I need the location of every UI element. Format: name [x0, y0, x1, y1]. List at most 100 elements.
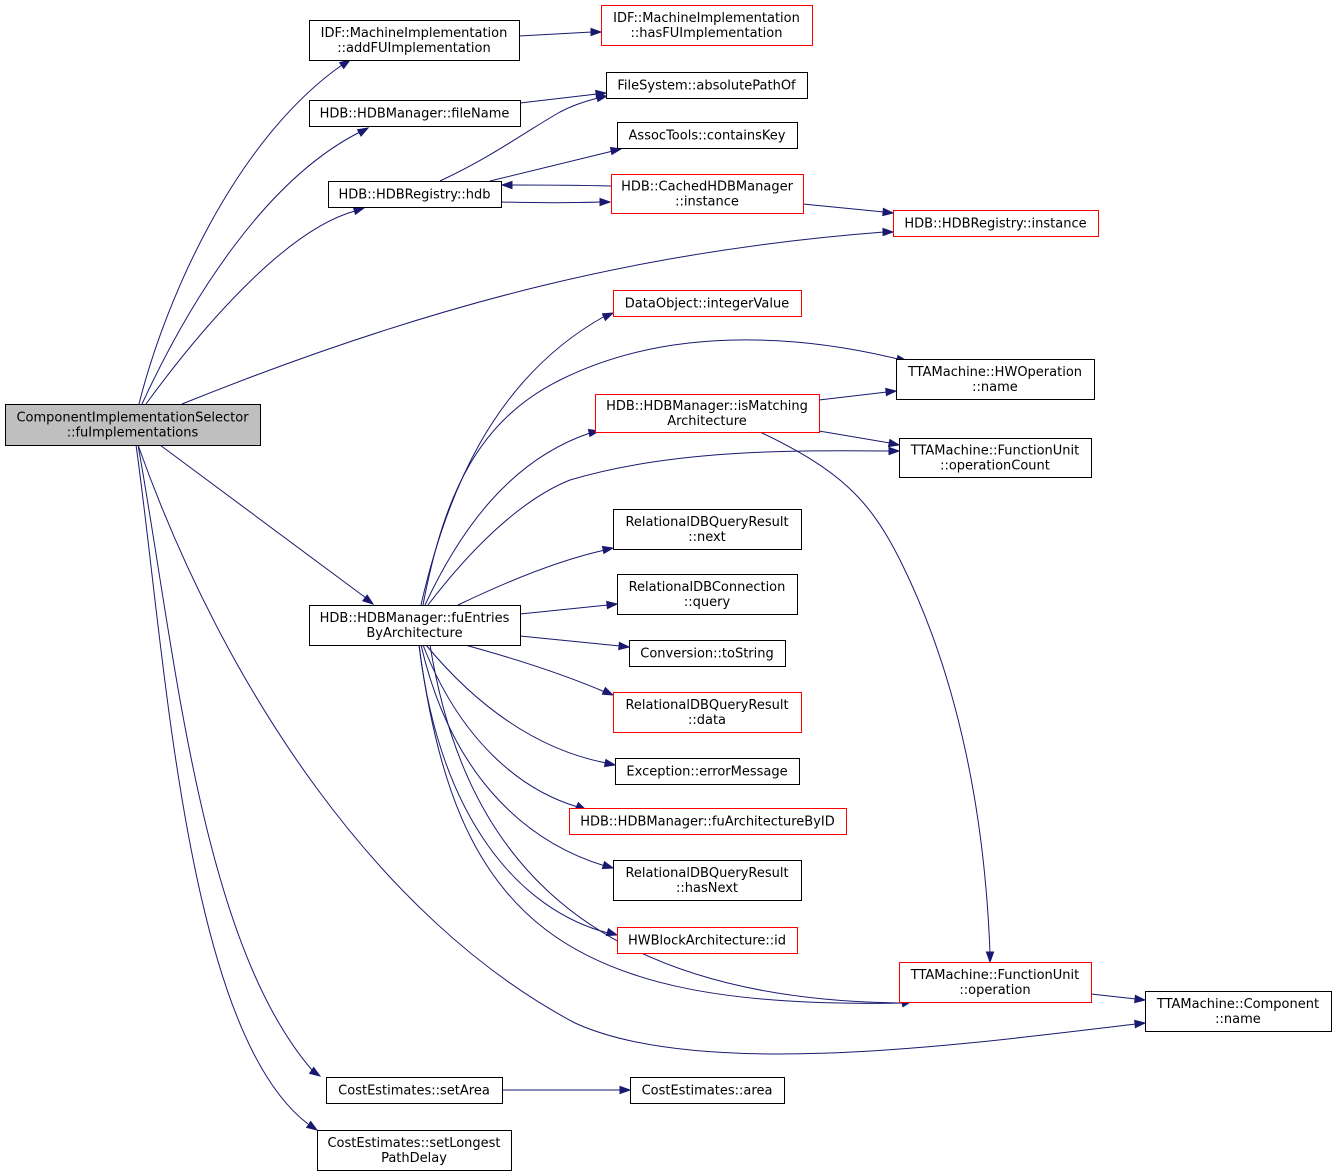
node-label-line: ByArchitecture [366, 626, 462, 641]
arrowhead [606, 600, 619, 610]
edge-line [429, 644, 904, 1004]
edge-isMatching-to-fuOp [759, 431, 995, 964]
node-area[interactable]: CostEstimates::area [630, 1077, 785, 1104]
node-box [606, 72, 808, 99]
node-intValue[interactable]: DataObject::integerValue [613, 290, 802, 317]
edge-line [424, 432, 591, 606]
node-hwopName[interactable]: TTAMachine::HWOperation::name [896, 359, 1095, 400]
node-fuArch[interactable]: HDB::HDBManager::fuArchitectureByID [569, 808, 847, 835]
node-label-line: DataObject::integerValue [625, 297, 789, 312]
edge-line [425, 644, 607, 764]
node-label-line: FileSystem::absolutePathOf [617, 79, 796, 94]
edge-line [489, 150, 614, 182]
edge-hdb-to-absPath [439, 93, 609, 182]
arrowhead [352, 206, 366, 216]
node-label-line: RelationalDBQueryResult [625, 698, 788, 713]
node-containsKey[interactable]: AssocTools::containsKey [617, 122, 798, 149]
edge-line [420, 315, 606, 606]
node-toString[interactable]: Conversion::toString [629, 640, 786, 667]
node-label-line: CostEstimates::setLongest [327, 1136, 500, 1151]
edge-line [159, 444, 367, 599]
edge-root-to-fuEntries [159, 444, 375, 605]
arrowhead [882, 207, 895, 217]
node-root[interactable]: ComponentImplementationSelector::fuImple… [5, 404, 261, 446]
edge-line [418, 644, 609, 934]
node-box [613, 290, 802, 317]
node-box [613, 692, 802, 733]
arrowhead [1134, 1019, 1147, 1029]
node-box [326, 1077, 503, 1104]
edge-line [818, 430, 891, 444]
edge-fuEntries-to-hwopName [422, 339, 909, 606]
node-compName[interactable]: TTAMachine::Component::name [1145, 991, 1332, 1032]
arrowhead [888, 446, 901, 456]
node-label-line: TTAMachine::HWOperation [907, 365, 1082, 380]
node-fuOp[interactable]: TTAMachine::FunctionUnit::operation [899, 962, 1092, 1003]
node-label-line: ::fuImplementations [67, 426, 199, 441]
node-box [896, 359, 1095, 400]
node-query[interactable]: RelationalDBConnection::query [617, 574, 798, 615]
edge-fuEntries-to-intValue [420, 312, 615, 606]
node-addFU[interactable]: IDF::MachineImplementation::addFUImpleme… [309, 20, 520, 61]
node-hwId[interactable]: HWBlockArchitecture::id [617, 927, 798, 954]
node-label-line: Architecture [667, 414, 747, 429]
edge-line [759, 431, 991, 954]
edge-fileName-to-absPath [519, 89, 608, 104]
edge-root-to-fileName [141, 127, 370, 405]
node-opCount[interactable]: TTAMachine::FunctionUnit::operationCount [899, 438, 1092, 478]
arrowhead [882, 227, 895, 237]
node-label-line: ::next [688, 530, 726, 545]
edge-fuEntries-to-errMsg [425, 644, 617, 768]
arrowhead [590, 27, 603, 37]
node-box [613, 860, 802, 901]
arrowhead [618, 641, 631, 651]
node-label-line: ComponentImplementationSelector [16, 411, 249, 426]
arrowhead [601, 860, 615, 870]
edge-line [510, 184, 612, 187]
node-fileName[interactable]: HDB::HDBManager::fileName [309, 100, 521, 127]
node-absPath[interactable]: FileSystem::absolutePathOf [606, 72, 808, 99]
edge-line [138, 64, 343, 405]
node-label-line: RelationalDBQueryResult [625, 866, 788, 881]
arrowhead [308, 1066, 322, 1077]
arrowhead [603, 758, 617, 768]
node-box [317, 1130, 512, 1171]
arrowhead [305, 1120, 319, 1131]
node-box [611, 174, 804, 214]
node-regInst[interactable]: HDB::HDBRegistry::instance [893, 210, 1099, 237]
node-errMsg[interactable]: Exception::errorMessage [615, 758, 800, 785]
node-hasFU[interactable]: IDF::MachineImplementation::hasFUImpleme… [601, 5, 813, 46]
edge-fuEntries-to-query [519, 600, 619, 615]
edge-line [181, 231, 885, 405]
edge-line [457, 549, 606, 606]
edge-cachedInst-to-regInst [802, 203, 895, 217]
node-label-line: CostEstimates::setArea [338, 1084, 490, 1099]
edge-line [427, 450, 891, 606]
edge-fuEntries-to-next [457, 545, 615, 606]
edge-root-to-compName [137, 444, 1147, 1055]
node-cachedInst[interactable]: HDB::CachedHDBManager::instance [611, 174, 804, 214]
edge-fuEntries-to-toString [519, 635, 631, 651]
node-hasNext[interactable]: RelationalDBQueryResult::hasNext [613, 860, 802, 901]
arrowhead [605, 927, 619, 937]
edge-line [135, 444, 309, 1125]
node-label-line: ::name [972, 380, 1018, 395]
node-box [569, 808, 847, 835]
edge-root-to-addFU [138, 59, 352, 405]
node-label-line: HDB::HDBRegistry::hdb [339, 188, 491, 203]
node-data[interactable]: RelationalDBQueryResult::data [613, 692, 802, 733]
node-next[interactable]: RelationalDBQueryResult::next [613, 509, 802, 550]
edge-hdb-to-containsKey [489, 146, 623, 182]
edge-line [500, 201, 602, 204]
arrowhead [985, 951, 995, 964]
edge-root-to-regInst [181, 227, 895, 405]
node-hdb[interactable]: HDB::HDBRegistry::hdb [328, 181, 502, 208]
node-setArea[interactable]: CostEstimates::setArea [326, 1077, 503, 1104]
edge-line [464, 644, 606, 693]
node-label-line: ::hasNext [676, 881, 738, 896]
node-label-line: TTAMachine::Component [1156, 997, 1319, 1012]
node-label-line: RelationalDBQueryResult [625, 515, 788, 530]
